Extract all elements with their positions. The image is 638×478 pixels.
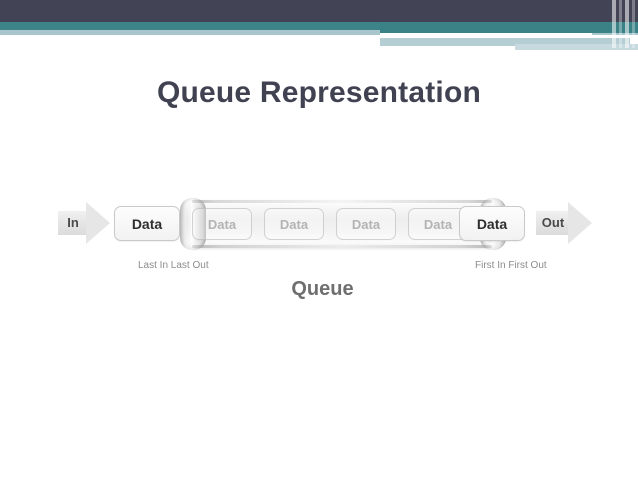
header-vertical-stripe-4	[632, 0, 635, 48]
header-band-lightblue	[0, 30, 638, 35]
out-arrow-label: Out	[541, 215, 565, 230]
queue-item-label: Data	[279, 216, 309, 232]
queue-item: Data	[192, 208, 252, 240]
queue-diagram: In Data Data Data Data Data	[50, 190, 595, 315]
caption-first-in-first-out: First In First Out	[475, 260, 547, 271]
in-arrow-icon: In	[58, 202, 110, 244]
enqueue-data-box: Data	[114, 206, 180, 241]
dequeue-data-box: Data	[459, 206, 525, 241]
header-band-teal-right	[380, 22, 638, 33]
out-arrow-head	[568, 202, 592, 244]
in-arrow-head	[86, 202, 110, 244]
tube-rim-top	[192, 200, 492, 203]
header-vertical-stripe-3	[625, 0, 629, 48]
caption-last-in-last-out: Last In Last Out	[138, 260, 209, 271]
header-decoration	[0, 0, 638, 56]
in-arrow-label: In	[67, 215, 79, 230]
queue-item: Data	[336, 208, 396, 240]
queue-item-label: Data	[423, 216, 453, 232]
enqueue-data-label: Data	[131, 215, 163, 232]
tube-cap-left	[180, 198, 206, 250]
queue-item: Data	[264, 208, 324, 240]
header-band-teal	[0, 22, 638, 30]
out-arrow-icon: Out	[536, 202, 592, 244]
tube-cap-left-inner	[191, 205, 201, 243]
queue-item-label: Data	[351, 216, 381, 232]
out-arrow-shaft	[536, 211, 570, 235]
header-band-dark	[0, 0, 638, 22]
in-arrow-shaft	[58, 211, 88, 235]
header-vertical-stripe-2	[619, 0, 622, 48]
slide-title: Queue Representation	[156, 76, 482, 109]
tube-rim-bottom	[192, 245, 492, 248]
header-band-pale-right	[380, 38, 630, 46]
header-band-pale-right-secondary	[515, 44, 638, 50]
header-vertical-stripe-1	[612, 0, 616, 48]
queue-item: Data	[408, 208, 468, 240]
queue-caption: Queue	[291, 278, 354, 300]
header-band-white-gap	[380, 33, 592, 38]
dequeue-data-label: Data	[476, 215, 508, 232]
queue-item-label: Data	[207, 216, 237, 232]
